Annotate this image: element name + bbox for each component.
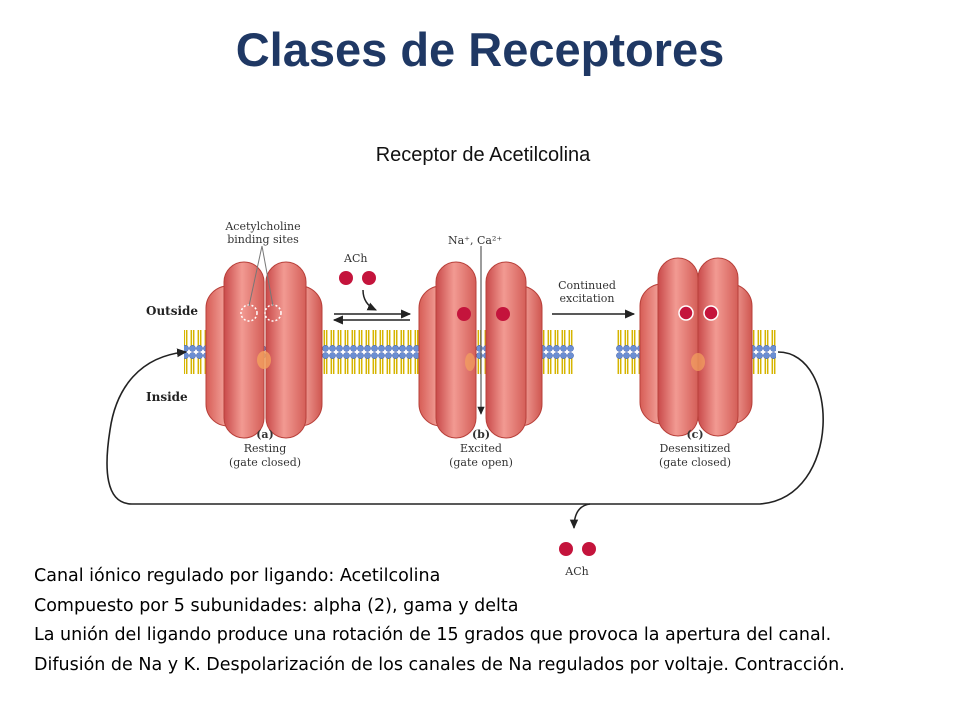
released-ach-molecules	[559, 542, 596, 556]
ach-binding-arrow	[362, 289, 377, 311]
continued-label-line2: excitation	[559, 292, 614, 305]
slide-title: Clases de Receptores	[235, 23, 725, 76]
released-ach-label: ACh	[564, 565, 588, 578]
inside-label: Inside	[146, 390, 188, 404]
outside-label: Outside	[146, 304, 198, 318]
recovery-loop-arrow	[106, 348, 824, 505]
note-line-2: Compuesto por 5 subunidades: alpha (2), …	[34, 595, 519, 616]
ach-molecules	[339, 271, 376, 285]
state-c-letter: (c)	[686, 428, 703, 441]
ions-label: Na⁺, Ca²⁺	[448, 234, 502, 247]
state-b-letter: (b)	[472, 428, 490, 441]
ach-release-arrow	[569, 503, 591, 530]
continued-label-line1: Continued	[558, 279, 616, 292]
state-b-gate: (gate open)	[449, 456, 513, 469]
note-line-4: Difusión de Na y K. Despolarización de l…	[34, 654, 845, 675]
note-line-1: Canal iónico regulado por ligando: Aceti…	[34, 566, 441, 586]
note-line-3: La unión del ligando produce una rotació…	[34, 625, 832, 645]
state-c-name: Desensitized	[659, 442, 730, 455]
binding-site-pointer	[248, 245, 263, 307]
binding-sites-label-line2: binding sites	[227, 233, 299, 246]
state-c-gate: (gate closed)	[659, 456, 731, 469]
ach-label: ACh	[343, 252, 367, 265]
state-a-name: Resting	[244, 442, 287, 455]
state-b-name: Excited	[460, 442, 502, 455]
state-a-letter: (a)	[256, 428, 274, 441]
slide-subtitle: Receptor de Acetilcolina	[375, 144, 591, 166]
binding-sites-label-line1: Acetylcholine	[224, 220, 300, 233]
receptor-desensitized	[639, 257, 753, 437]
receptor-resting	[205, 261, 323, 439]
notes-text-block: Canal iónico regulado por ligando: Aceti…	[34, 562, 944, 680]
state-a-gate: (gate closed)	[229, 456, 301, 469]
binding-site-pointer	[261, 245, 274, 307]
acetylcholine-receptor-diagram: Acetylcholine binding sites ACh Na⁺, Ca²…	[106, 220, 824, 578]
receptor-excited	[418, 261, 543, 439]
